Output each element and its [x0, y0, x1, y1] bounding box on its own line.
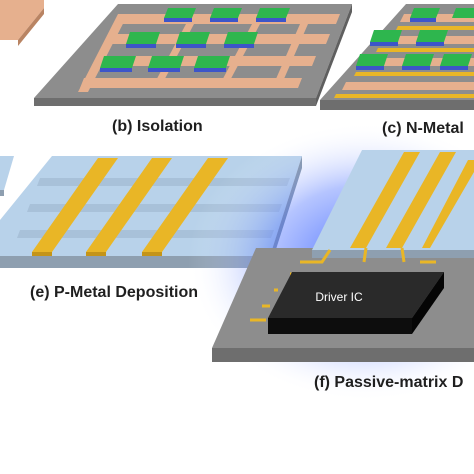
- panel-b-isolation: [34, 4, 352, 106]
- panel-a-fragment: [0, 0, 44, 46]
- p-metal-stripes: [32, 158, 228, 256]
- mesa-row-3: [100, 56, 230, 72]
- driver-ic-chip: [268, 272, 444, 334]
- mesa-row-2: [126, 32, 258, 48]
- mesa-row-1: [164, 8, 290, 22]
- caption-f-passive-matrix: (f) Passive-matrix D: [314, 374, 464, 391]
- caption-e-p-metal-deposition: (e) P-Metal Deposition: [30, 284, 199, 301]
- panel-c-n-metal: [320, 4, 474, 110]
- caption-c-n-metal: (c) N-Metal: [382, 120, 464, 137]
- panel-f-passive-matrix: [188, 122, 474, 402]
- caption-b-isolation: (b) Isolation: [112, 118, 203, 135]
- driver-ic-label: Driver IC: [315, 290, 363, 304]
- panel-d-fragment: [0, 156, 14, 196]
